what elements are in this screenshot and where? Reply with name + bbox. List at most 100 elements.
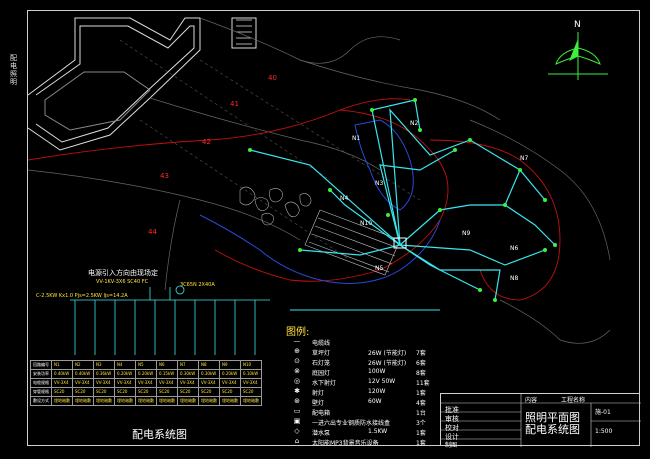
legend-symbol-icon: ▭ — [293, 407, 301, 415]
lamp-markers — [248, 98, 557, 302]
distribution-box — [393, 237, 407, 249]
zone-label-41: 41 — [230, 100, 239, 108]
zone-label-42: 42 — [202, 138, 211, 146]
sheet-no: 施-01 — [595, 409, 611, 416]
legend-spec: 26W (节能灯) — [368, 350, 407, 357]
legend-qty: 1台 — [416, 410, 426, 417]
system-header-note: 电源引入方向由现场定 — [88, 269, 158, 277]
legend-row: ⌂ 太阳能MP3背景音乐设备 1套 — [288, 437, 438, 447]
legend-row: ⊗ 庭园灯 100W 8套 — [288, 367, 438, 377]
legend-label: 一进六出专业钢质防水接线盒 — [312, 420, 391, 427]
deck-structure — [304, 209, 401, 276]
side-title: 配电照明 — [10, 54, 17, 86]
scale: 1:500 — [595, 428, 613, 435]
legend-spec: 26W (节能灯) — [368, 360, 407, 367]
legend-qty: 4套 — [416, 400, 426, 407]
circuit-label: N2 — [410, 120, 419, 127]
circuit-label: N5 — [375, 265, 384, 272]
drawing-frame — [27, 10, 640, 446]
north-arrow — [548, 32, 608, 80]
circuit-label: N3 — [375, 180, 384, 187]
legend-label: 石灯笼 — [312, 360, 331, 367]
circuit-label: N7 — [520, 155, 529, 162]
legend-label: 电缆线 — [312, 340, 331, 347]
legend-symbol-icon: ◎ — [293, 377, 301, 385]
circuit-label: N4 — [340, 195, 349, 202]
circuit-label: N10 — [360, 220, 373, 227]
legend-spec: 12V 50W — [368, 378, 396, 385]
legend-symbol-icon: ✱ — [294, 387, 300, 395]
circuit-label: N6 — [510, 245, 519, 252]
field-design: 设计 — [445, 433, 459, 441]
title-block: 批准 审核 校对 设计 制图 内容 工程名称 照明平面图 配电系统图 施-01 … — [440, 393, 641, 449]
north-label: N — [574, 20, 581, 30]
legend-qty: 3个 — [416, 420, 426, 427]
legend-symbol-icon: ⊕ — [294, 347, 300, 355]
breaker-spec: C-2.5KW Kx1.0 Pjs=2.5KW Ijs=14.2A — [36, 293, 128, 299]
legend-label: 太阳能MP3背景音乐设备 — [312, 440, 379, 447]
rock-cluster — [239, 186, 312, 226]
legend-row: ◇ 潜水泵 1.5KW 1套 — [288, 427, 438, 437]
drawing-title: 照明平面图 配电系统图 — [525, 411, 580, 436]
field-check: 校对 — [445, 424, 459, 432]
legend-label: 配电箱 — [312, 410, 331, 417]
legend-label: 庭园灯 — [312, 370, 331, 377]
legend-row: ◎ 水下射灯 12V 50W 11套 — [288, 377, 438, 387]
content-label: 内容 — [525, 397, 538, 404]
project-label: 工程名称 — [561, 397, 586, 404]
table-row: 敷设方式埋地暗敷埋地暗敷埋地暗敷埋地暗敷埋地暗敷埋地暗敷埋地暗敷埋地暗敷埋地暗敷… — [30, 396, 262, 406]
legend-qty: 1套 — [416, 440, 426, 447]
legend-label: 潜水泵 — [312, 430, 331, 437]
legend-symbol-icon: ◇ — [294, 427, 300, 435]
legend-row: ⊕ 草坪灯 26W (节能灯) 7套 — [288, 347, 438, 357]
system-diagram — [70, 285, 270, 355]
system-title: 配电系统图 — [132, 428, 187, 441]
legend-row: ✱ 射灯 120W 1套 — [288, 387, 438, 397]
bus-spec: 3C65N 2X40A — [180, 282, 215, 288]
field-review: 审核 — [445, 415, 459, 423]
cable-spec: VV-1KV-3X6 SC40 FC — [96, 279, 149, 285]
legend-spec: 120W — [368, 388, 386, 395]
legend-label: 射灯 — [312, 390, 325, 397]
legend-qty: 11套 — [416, 380, 430, 387]
legend-qty: 7套 — [416, 350, 426, 357]
legend-symbol-icon: ⌂ — [294, 437, 300, 445]
zone-label-40: 40 — [268, 74, 277, 82]
legend-title: 图例: — [286, 327, 310, 338]
legend-row: ▭ 配电箱 1台 — [288, 407, 438, 417]
circuit-label: N9 — [462, 230, 471, 237]
legend-symbol-icon: ⊙ — [294, 357, 300, 365]
field-approve: 批准 — [445, 406, 459, 414]
zone-label-44: 44 — [148, 228, 157, 236]
legend-label: 水下射灯 — [312, 380, 337, 387]
boundary-lines — [27, 98, 561, 301]
field-draw: 制图 — [445, 442, 458, 449]
circuit-label: N1 — [352, 135, 361, 142]
zone-label-43: 43 — [160, 172, 169, 180]
legend-label: 草坪灯 — [312, 350, 331, 357]
legend-qty: 8套 — [416, 370, 426, 377]
site-contours — [27, 17, 611, 344]
legend-row: ⊙ 石灯笼 26W (节能灯) 6套 — [288, 357, 438, 367]
legend-symbol-icon: — — [293, 337, 301, 345]
legend-symbol-icon: ⊛ — [294, 397, 300, 405]
building-outline — [27, 17, 257, 151]
legend-qty: 1套 — [416, 430, 426, 437]
legend-symbol-icon: ⊗ — [294, 367, 300, 375]
legend-row: ▣ 一进六出专业钢质防水接线盒 3个 — [288, 417, 438, 427]
legend-symbol-icon: ▣ — [293, 417, 301, 425]
legend-spec: 100W — [368, 368, 386, 375]
circuit-label: N8 — [510, 275, 519, 282]
legend-spec: 1.5KW — [368, 428, 388, 435]
legend-label: 壁灯 — [312, 400, 325, 407]
water-edge — [199, 119, 441, 284]
legend-qty: 6套 — [416, 360, 426, 367]
legend-qty: 1套 — [416, 390, 426, 397]
